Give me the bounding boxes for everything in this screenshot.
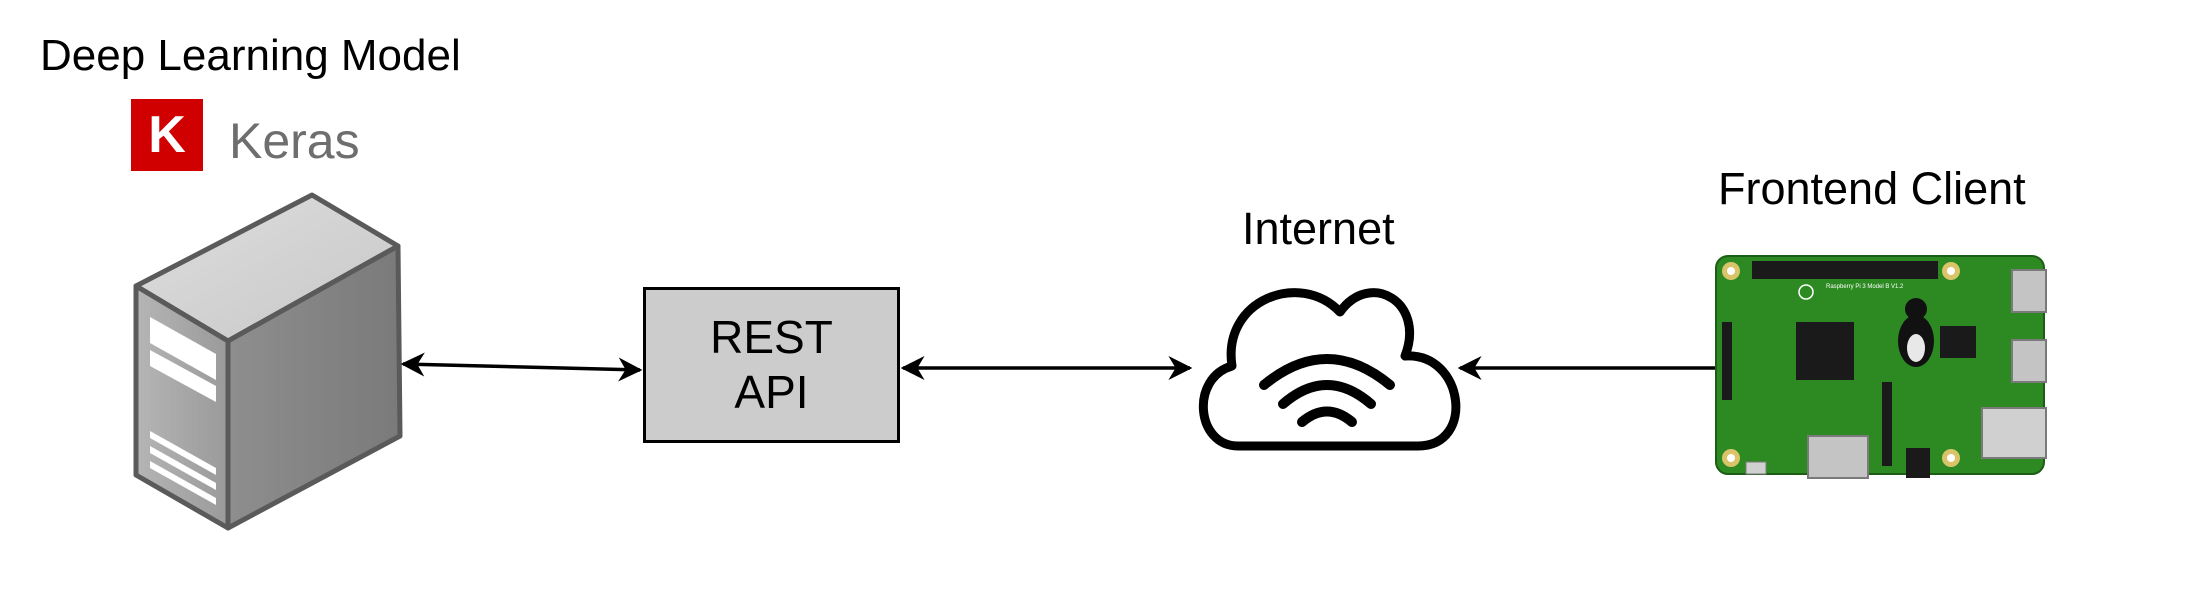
keras-logo-letter: K xyxy=(148,106,186,164)
model-title: Deep Learning Model xyxy=(40,31,461,80)
keras-label: Keras xyxy=(229,113,360,169)
keras-logo-icon: K xyxy=(131,99,203,171)
cloud-wifi-icon xyxy=(1198,288,1461,451)
server-tower-icon xyxy=(133,192,403,531)
connector-server-rest xyxy=(400,352,643,382)
board-silkscreen-text: Raspberry Pi 3 Model B V1.2 xyxy=(1826,284,1904,290)
frontend-client-label: Frontend Client xyxy=(1718,163,2026,214)
rest-api-line1: REST xyxy=(710,310,833,363)
rest-api-line2: API xyxy=(734,366,809,418)
raspberry-pi-board-icon xyxy=(1715,255,2047,479)
internet-label: Internet xyxy=(1242,203,1395,254)
rest-api-box: REST API xyxy=(643,287,900,443)
